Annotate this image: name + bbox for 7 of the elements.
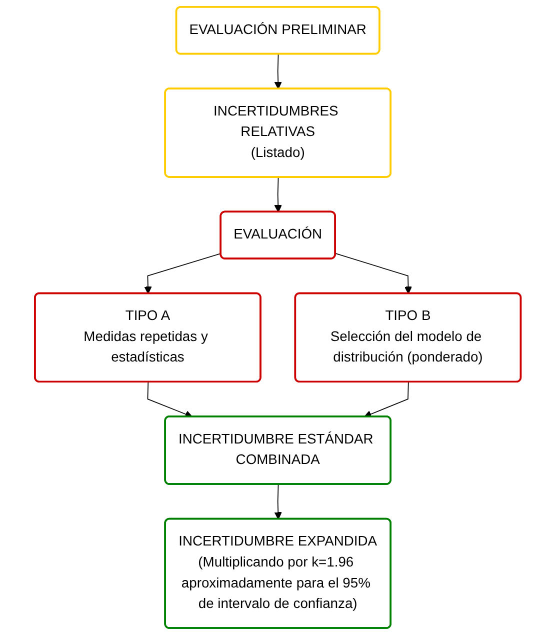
arrow xyxy=(144,253,222,294)
arrow xyxy=(274,54,282,90)
arrow xyxy=(334,253,412,294)
arrow xyxy=(146,382,192,418)
arrow xyxy=(364,382,408,418)
arrow xyxy=(274,176,282,212)
arrow xyxy=(274,484,282,520)
